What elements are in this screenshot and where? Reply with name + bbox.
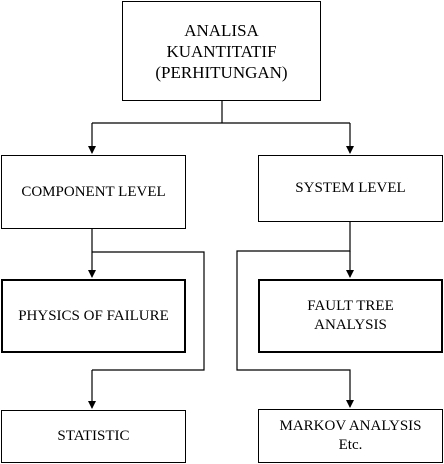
statistic-box: STATISTIC	[1, 410, 186, 463]
arrow-to-fault-tree-analysis	[236, 222, 354, 408]
fault-tree-line-1: FAULT TREE	[307, 298, 394, 314]
physics-of-failure-box: PHYSICS OF FAILURE	[1, 279, 186, 353]
markov-analysis-box: MARKOV ANALYSIS Etc.	[258, 409, 443, 463]
root-line-1: ANALISA	[184, 20, 259, 40]
root-line-3: (PERHITUNGAN)	[155, 62, 288, 82]
component-level-box: COMPONENT LEVEL	[1, 155, 186, 229]
fault-tree-line-2: ANALYSIS	[314, 317, 387, 333]
markov-line-2: Etc.	[338, 437, 363, 453]
markov-line-1: MARKOV ANALYSIS	[279, 418, 422, 434]
root-box: ANALISA KUANTITATIF (PERHITUNGAN)	[122, 1, 321, 101]
connector-component-to-statistic	[92, 251, 205, 371]
system-level-box: SYSTEM LEVEL	[258, 155, 443, 222]
fault-tree-analysis-box: FAULT TREE ANALYSIS	[258, 279, 443, 353]
physics-of-failure-label: PHYSICS OF FAILURE	[18, 307, 169, 324]
component-level-label: COMPONENT LEVEL	[21, 183, 166, 200]
system-level-label: SYSTEM LEVEL	[295, 180, 406, 196]
root-line-2: KUANTITATIF	[166, 41, 277, 61]
statistic-label: STATISTIC	[57, 428, 130, 444]
